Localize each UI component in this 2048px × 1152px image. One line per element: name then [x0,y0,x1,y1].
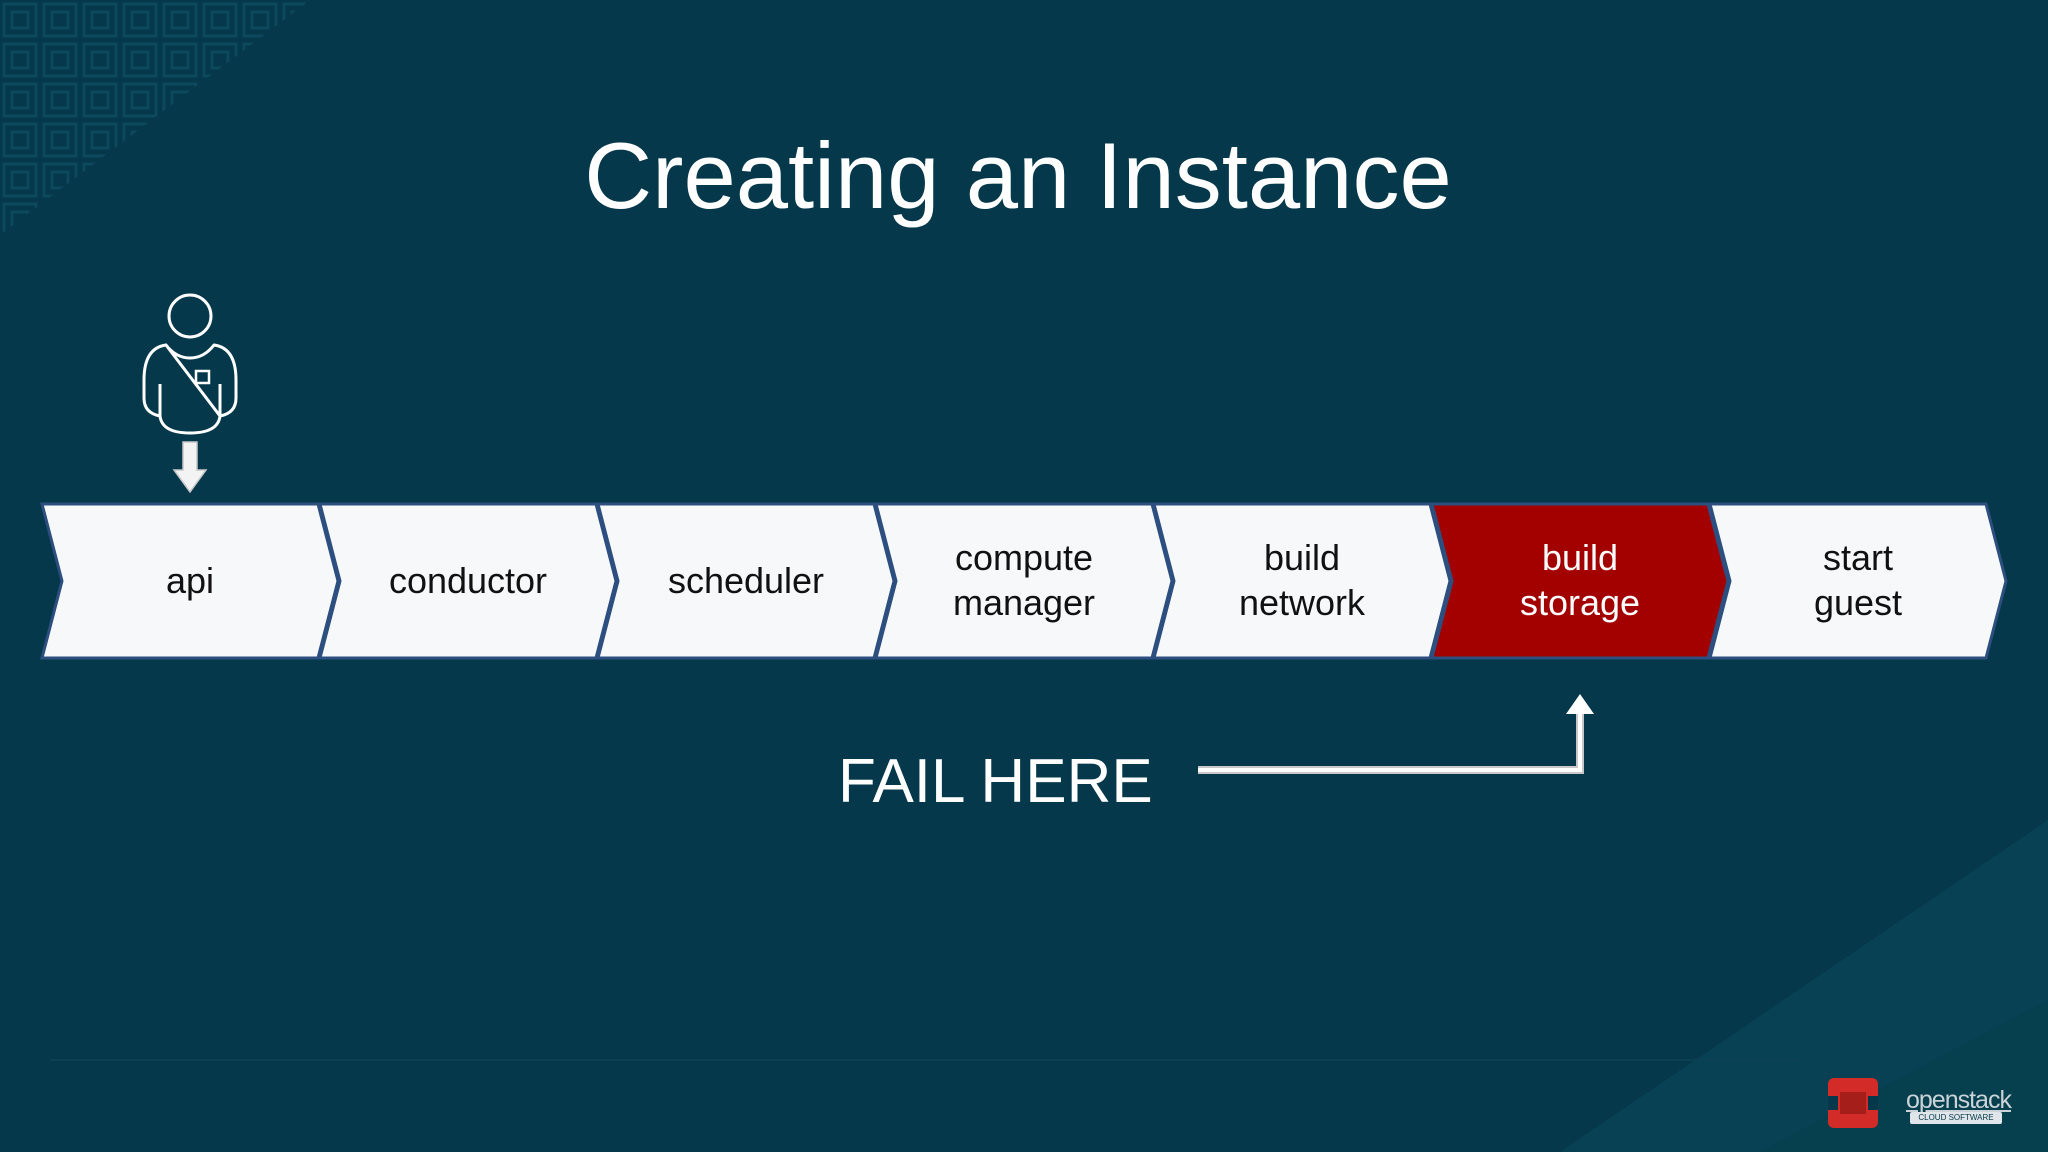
step-label-compute-manager: compute manager [952,537,1096,623]
user-icon [142,293,238,435]
step-chevron-build-network [1152,502,1452,660]
corner-stripe-decoration [1560,820,2048,1152]
slide-title: Creating an Instance [584,123,1452,228]
step-chevron-build-storage [1430,502,1730,660]
openstack-logo-icon [1828,1078,1878,1128]
openstack-logo-tagline: CLOUD SOFTWARE [1910,1112,2002,1124]
down-arrow-icon [172,441,208,494]
step-chevron-conductor [318,502,618,660]
fail-label: FAIL HERE [838,747,1153,816]
maze-pattern-decoration [0,0,310,235]
openstack-logo-text: openstack [1906,1086,2012,1114]
step-label-start-guest: start guest [1813,537,1903,623]
step-chevron-start-guest [1708,502,2008,660]
step-label-conductor: conductor [388,559,548,601]
step-chevron-api [40,502,340,660]
step-label-scheduler: scheduler [667,559,825,601]
step-chevron-scheduler [596,502,896,660]
fail-pointer-arrow-icon [1198,694,1594,774]
step-label-build-storage: build storage [1519,537,1641,623]
step-label-api: api [165,559,215,601]
process-flow [40,502,2008,660]
step-label-build-network: build network [1238,537,1366,623]
step-chevron-compute-manager [874,502,1174,660]
